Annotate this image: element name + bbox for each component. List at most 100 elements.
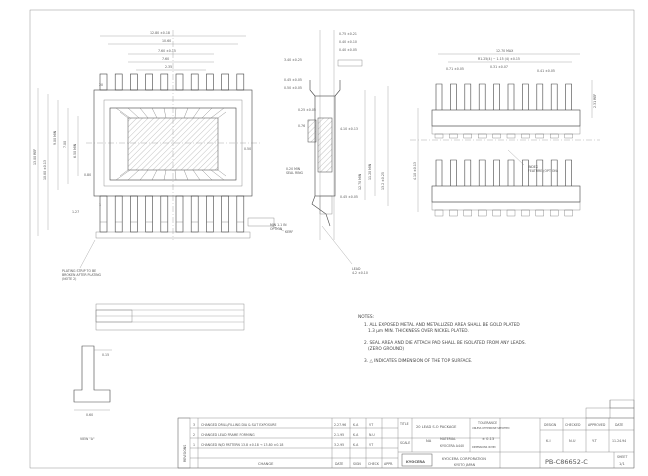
- rev-change: CHANGED LEAD FRAME FORMING: [201, 433, 255, 437]
- note-2-line2: (ZERO GROUND): [368, 346, 404, 352]
- rev-check: Y.T: [369, 423, 373, 427]
- title-label: TITLE: [399, 422, 409, 426]
- tolerance-sub: UNLESS OTHERWISE SPECIFIED: [472, 427, 510, 430]
- sign-header-design: DESIGN: [544, 423, 557, 427]
- side-dim-d8: 0.76: [298, 124, 305, 128]
- lead-top: [160, 73, 169, 91]
- kerf-label: KERF: [285, 230, 293, 234]
- sign-checked: N.U: [569, 439, 576, 443]
- note-2-line1: 2. SEAL AREA AND DIE ATTACH PAD SHALL BE…: [364, 340, 526, 346]
- end-dim-w3: 0.71 ±0.05: [446, 67, 464, 71]
- lead-bottom: [221, 195, 229, 233]
- note-1-line1: 1. ALL EXPOSED METAL AND METALLIZED AREA…: [364, 322, 520, 328]
- end-lead-top: [536, 83, 544, 110]
- sign-design: K.I: [546, 439, 551, 443]
- lead-bottom: [145, 195, 153, 233]
- drawing-number: PB-C86652-C: [545, 458, 588, 466]
- lead-bottom: [175, 195, 184, 233]
- sign-date: 11.24.94: [612, 439, 626, 443]
- lead-top: [145, 73, 153, 91]
- side-dim-d6: 0.50 ±0.05: [284, 86, 302, 90]
- end-lead-bottom: [493, 159, 500, 186]
- sign-approved: Y.T: [592, 439, 598, 443]
- sign-header-date: DATE: [615, 423, 623, 427]
- rev-header-appr: APPR.: [384, 462, 393, 466]
- lead-bottom: [114, 195, 123, 233]
- end-lead-top: [522, 83, 529, 110]
- rev-sign: K.A: [353, 433, 359, 437]
- lead-bottom: [160, 195, 169, 233]
- rev-date: 2.27.96: [334, 423, 346, 427]
- dim-top-d: 2.35: [165, 65, 172, 69]
- end-lead-bottom: [507, 159, 515, 186]
- scale-value: NA: [426, 439, 432, 443]
- material-value: KYOCERA A440: [440, 444, 464, 448]
- lead-top: [190, 73, 199, 91]
- rev-sign: K.A: [353, 423, 359, 427]
- rev-number: 3: [193, 423, 195, 427]
- end-dim-w4: 0.31 ±0.07: [490, 65, 508, 69]
- dim-top-c: 7.60: [162, 57, 169, 61]
- end-lead-bottom: [522, 159, 529, 186]
- side-dim-d13: 13.2 ±0.25: [381, 172, 385, 190]
- end-view: 12.70 MAX R1.25(4) ~ 1.15 (4) ±0.15 0.71…: [410, 49, 600, 217]
- tolerance-value: ± 0.13: [482, 437, 494, 441]
- lead-top: [114, 73, 123, 91]
- rev-header-sign: SIGN: [353, 462, 361, 466]
- end-dim-w6: 4.10 ±0.13: [413, 162, 417, 180]
- lead-top: [206, 73, 214, 91]
- side-view: 0.75 ±0.21 0.40 ±0.10 0.40 ±0.05 3.40 ±0…: [270, 30, 389, 275]
- end-lead-bottom: [536, 159, 544, 186]
- tolerance-label: TOLERANCE: [477, 421, 497, 425]
- end-lead-bottom: [550, 159, 558, 186]
- company-sub: KYOTO JAPAN: [454, 463, 476, 467]
- end-lead-top: [550, 83, 558, 110]
- end-lead-top: [450, 83, 457, 110]
- title-value: 20 LEAD S.O PACKAGE: [416, 425, 457, 429]
- detail-dim-bottom: 0.60: [86, 413, 93, 417]
- note-1-line2: 1.3 µm MIN. THICKNESS OVER NICKEL PLATED…: [368, 328, 469, 334]
- dim-pin1: 0.80: [84, 173, 91, 177]
- notes-block: NOTES: 1. ALL EXPOSED METAL AND METALLIZ…: [358, 314, 526, 364]
- end-lead-top: [565, 83, 572, 110]
- company-name: KYOCERA CORPORATION: [442, 457, 486, 461]
- end-lead-top: [435, 83, 443, 110]
- tolerance-unit: DIMENSIONS IN MM: [472, 446, 495, 449]
- material-label: MATERIAL: [440, 437, 456, 441]
- note-3: 3. △ INDICATES DIMENSION OF THE TOP SURF…: [364, 358, 472, 364]
- rev-change: CHANGED DRILL/FILLING DIA & SLIT EXPOSUR…: [201, 423, 277, 427]
- side-d-label: 0.45 ±0.05: [340, 195, 358, 199]
- rev-date: 3.2.95: [334, 443, 344, 447]
- side-dim-d4: 3.40 ±0.25: [284, 58, 302, 62]
- dim-left-h4: 7.00: [63, 141, 67, 148]
- end-dim-w2: R1.25(4) ~ 1.15 (4) ±0.15: [478, 57, 520, 61]
- end-lead-top: [464, 83, 472, 110]
- dim-top-total: 12.80 ±0.18: [150, 31, 170, 35]
- rev-sign: K.A: [353, 443, 359, 447]
- end-body-top: [431, 109, 581, 127]
- end-leads-top: [434, 83, 573, 139]
- pin20-number: 20: [99, 83, 103, 87]
- end-lead-top: [478, 83, 486, 110]
- side-cavity: [317, 117, 333, 173]
- sheet-value: 1/1: [619, 462, 625, 466]
- end-dim-w5: 0.41 ±0.05: [537, 69, 555, 73]
- rev-header-date: DATE: [335, 462, 343, 466]
- end-lead-bottom: [450, 159, 457, 186]
- end-lead-bottom: [435, 159, 443, 186]
- front-leads-top: [99, 73, 245, 91]
- front-bond-fingers: [115, 107, 225, 181]
- rev-check: N.U: [369, 433, 375, 437]
- side-dim-d11: 11.20 MIN: [368, 163, 372, 180]
- lead-top: [99, 73, 108, 91]
- lead-bottom: [206, 195, 214, 233]
- lead-bottom: [130, 195, 138, 233]
- lead-bottom: [236, 195, 245, 233]
- scale-label: SCALE: [400, 441, 410, 445]
